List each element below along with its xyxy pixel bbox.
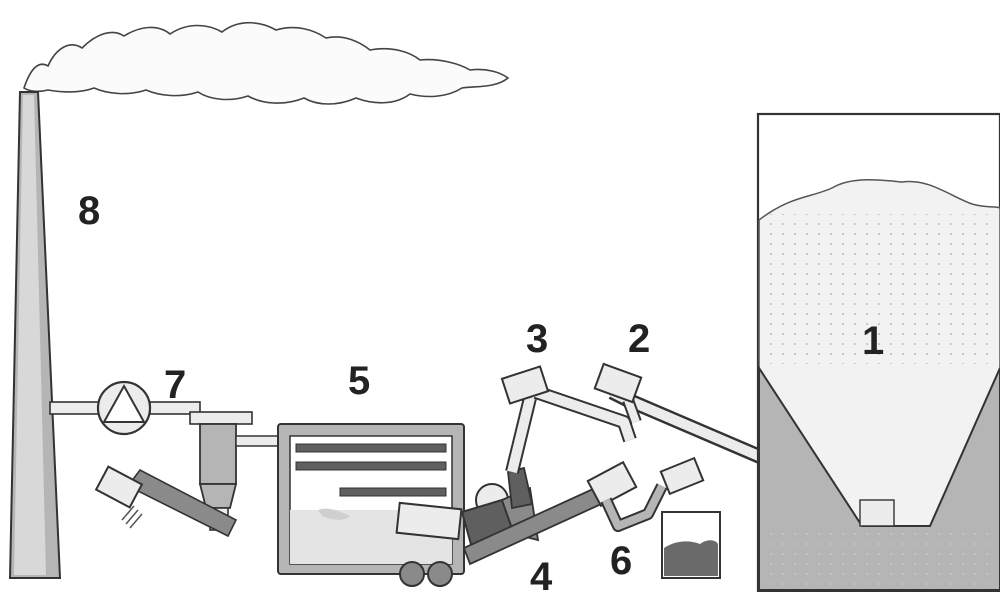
fan	[96, 380, 152, 436]
feed-conveyor	[500, 365, 637, 474]
smoke-plume	[23, 21, 510, 105]
chimney-highlight	[14, 95, 46, 575]
boiler	[277, 423, 465, 587]
label-boiler: 5	[348, 359, 370, 403]
label-ash-container: 6	[610, 539, 632, 583]
label-feed-conveyor: 3	[526, 317, 548, 361]
label-chimney: 8	[78, 189, 100, 233]
fuel-silo	[756, 112, 1000, 592]
label-silo-conveyor: 2	[628, 317, 650, 361]
label-furnace-inlet: 4	[530, 555, 553, 592]
ash-screw-conveyor-right	[462, 456, 705, 566]
boiler-outlet-duct	[235, 435, 283, 447]
label-fan: 7	[164, 363, 186, 407]
ash-container	[661, 511, 721, 579]
label-silo: 1	[862, 319, 884, 363]
ash-screw-conveyor-left	[94, 465, 238, 538]
